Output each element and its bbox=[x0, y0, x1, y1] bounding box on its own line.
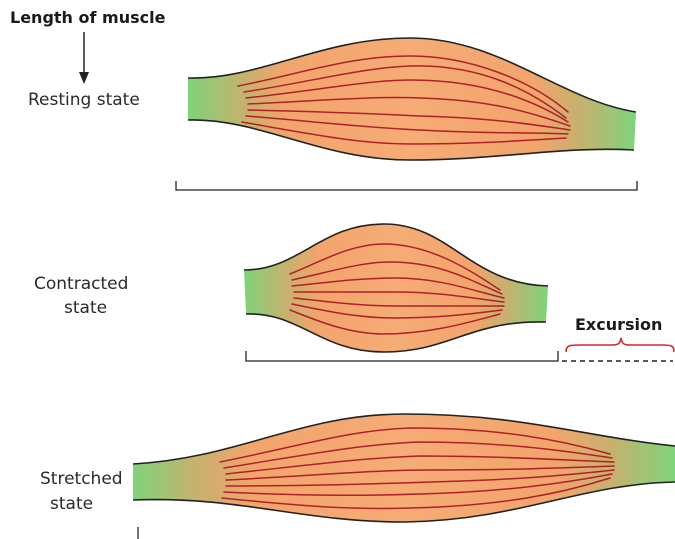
down-arrow-icon bbox=[79, 32, 89, 84]
resting-length-bracket bbox=[176, 181, 637, 190]
stretched-muscle bbox=[133, 414, 675, 522]
excursion-brace bbox=[566, 338, 674, 352]
resting-muscle bbox=[188, 38, 636, 160]
contracted-muscle bbox=[244, 224, 548, 352]
contracted-length-bracket bbox=[246, 351, 558, 361]
